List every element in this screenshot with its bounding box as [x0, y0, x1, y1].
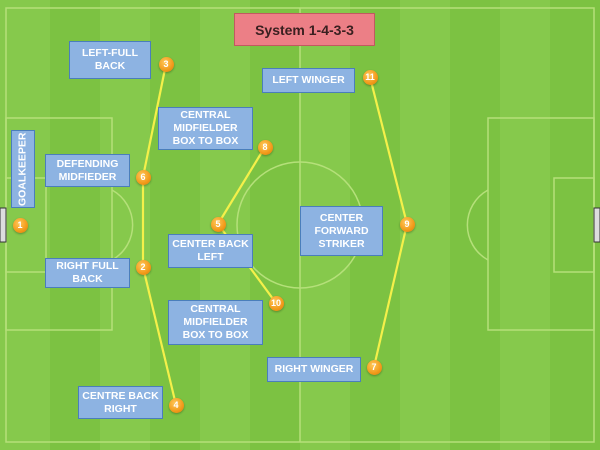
label-right-full-back: RIGHT FULL BACK	[45, 258, 130, 288]
label-left-full-back: LEFT-FULL BACK	[69, 41, 151, 79]
link-11-9	[368, 76, 409, 225]
player-badge-2: 2	[135, 259, 151, 275]
label-defending-midfielder: DEFENDING MIDFIEDER	[45, 154, 130, 187]
link-2-4	[141, 266, 178, 406]
player-badge-8: 8	[257, 139, 273, 155]
label-center-forward-striker: CENTER FORWARD STRIKER	[300, 206, 383, 256]
label-goalkeeper: GOALKEEPER	[11, 130, 35, 208]
player-badge-4: 4	[168, 397, 184, 413]
player-badge-11: 11	[362, 69, 378, 85]
link-5-8	[217, 146, 266, 225]
label-central-midfielder-top: CENTRAL MIDFIELDER BOX TO BOX	[158, 107, 253, 150]
player-badge-6: 6	[135, 169, 151, 185]
player-badge-10: 10	[268, 295, 284, 311]
player-badge-7: 7	[366, 359, 382, 375]
formation-title: System 1-4-3-3	[234, 13, 375, 46]
player-badge-1: 1	[12, 217, 28, 233]
label-central-midfielder-bottom: CENTRAL MIDFIELDER BOX TO BOX	[168, 300, 263, 345]
label-right-winger: RIGHT WINGER	[267, 357, 361, 382]
player-badge-9: 9	[399, 216, 415, 232]
link-3-6	[141, 63, 168, 178]
player-badge-3: 3	[158, 56, 174, 72]
label-centre-back-right: CENTRE BACK RIGHT	[78, 386, 163, 419]
link-9-7	[372, 223, 409, 368]
goal-left	[0, 207, 7, 243]
player-badge-5: 5	[210, 216, 226, 232]
goal-right	[593, 207, 600, 243]
label-left-winger: LEFT WINGER	[262, 68, 355, 93]
label-center-back-left: CENTER BACK LEFT	[168, 234, 253, 268]
